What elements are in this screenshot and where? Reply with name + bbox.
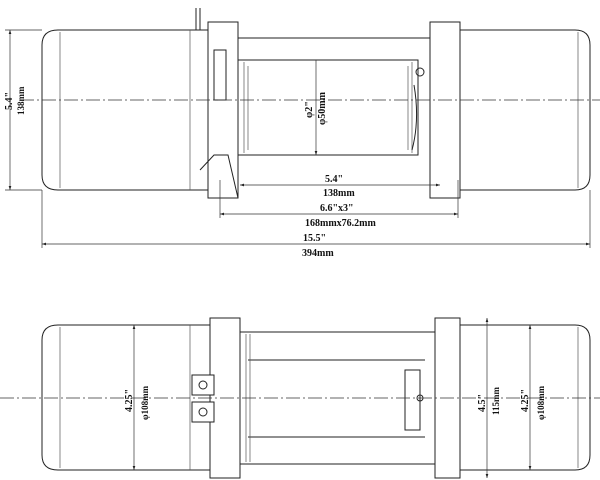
- frame-height-inch: 4.5": [477, 394, 488, 412]
- motor-cylinder: [41, 29, 213, 191]
- motor-cylinder-bottom: [41, 324, 213, 471]
- bottom-view: 4.25" φ108mm 4.5" 115mm 4.25" φ108mm: [0, 317, 600, 479]
- overall-inch: 15.5": [303, 233, 326, 244]
- drum-dia-mm: φ50mm: [317, 91, 328, 125]
- overall-mm: 394mm: [302, 248, 334, 259]
- gearbox-cylinder-bottom: [459, 324, 591, 471]
- height-mm: 138mm: [16, 86, 26, 115]
- height-inch: 5.4": [4, 92, 15, 110]
- drum-length-inch: 5.4": [325, 174, 343, 185]
- motor-cable: [195, 8, 201, 30]
- frame-height-mm: 115mm: [491, 386, 501, 415]
- top-view: 5.4" 138mm φ2" φ50mm 5.4" 138mm 6.6"x3" …: [4, 8, 600, 259]
- drum: [237, 59, 419, 156]
- right-end-frame: [429, 21, 461, 199]
- drum-length-mm: 138mm: [323, 188, 355, 199]
- gearbox-dia-mm: φ108mm: [536, 385, 546, 420]
- mount-inch: 6.6"x3": [320, 203, 354, 214]
- gearbox-cylinder: [459, 29, 591, 191]
- mount-mm: 168mmx76.2mm: [305, 218, 376, 229]
- motor-dia-inch: 4.25": [124, 389, 135, 412]
- drum-dia-inch: φ2": [304, 101, 315, 118]
- motor-dia-mm: φ108mm: [140, 385, 150, 420]
- gearbox-dia-inch: 4.25": [520, 389, 531, 412]
- left-end-frame: [207, 21, 239, 199]
